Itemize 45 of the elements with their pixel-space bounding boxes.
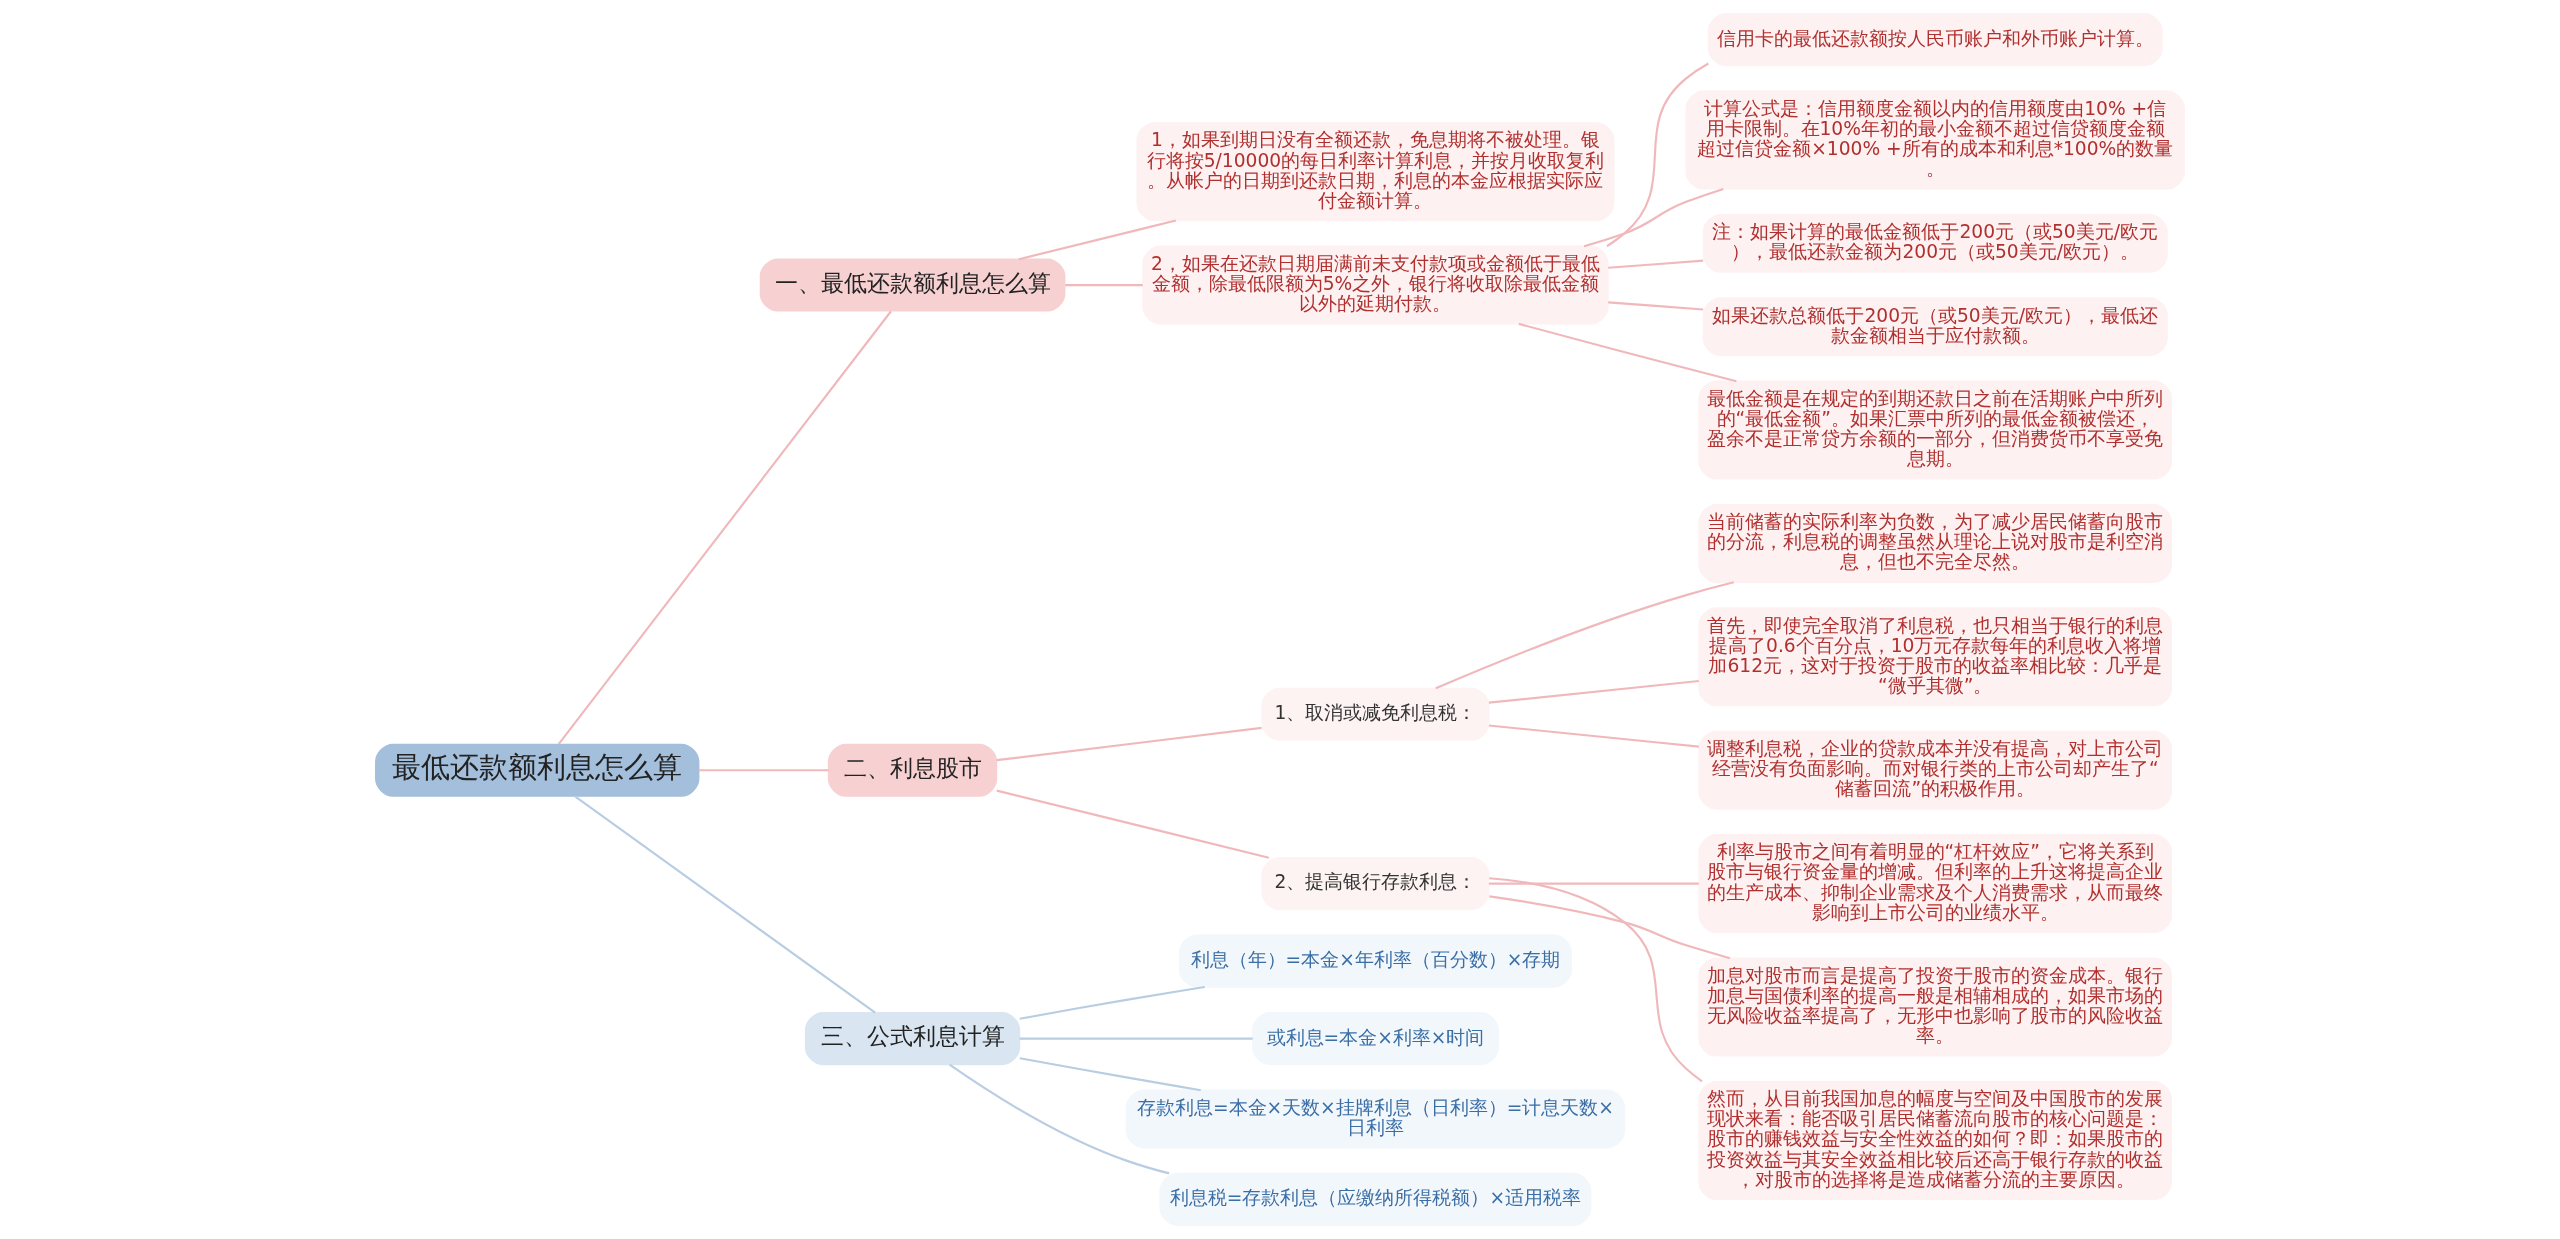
node-box: 利息税=存款利息（应缴纳所得税额）×适用税率	[1159, 1172, 1592, 1226]
node-box: 加息对股市而言是提高了投资于股市的资金成本。银行加息与国债利率的提高一般是相辅相成的，如果市场的无风险收益率提高了，无形中也影响了股市的风险收益率。	[1698, 957, 2173, 1057]
node-box: 2、提高银行存款利息：	[1261, 857, 1490, 911]
node-box: 最低金额是在规定的到期还款日之前在活期账户中所列的“最低金额”。如果汇票中所列的最低金额被偿还，盈余不是正常贷方余额的一部分，但消费货币不享受免息期。	[1698, 380, 2173, 480]
node-box: 或利息=本金×利率×时间	[1252, 1012, 1499, 1066]
connector	[1019, 1057, 1201, 1092]
node-box: 信用卡的最低还款额按人民币账户和外币账户计算。	[1707, 13, 2163, 67]
connector	[996, 789, 1270, 859]
node-box: 调整利息税，企业的贷款成本并没有提高，对上市公司经营没有负面影响。而对银行类的上市公司却产生了“储蓄回流”的积极作用。	[1698, 730, 2173, 810]
connector	[1018, 219, 1177, 261]
connector	[1488, 724, 1699, 748]
node-box: 然而，从目前我国加息的幅度与空间及中国股市的发展现状来看：能否吸引居民储蓄流向股市的核心问题是：股市的赚钱效益与安全性效益的如何？即：如果股市的投资效益与其安全效益相比较后还高于银行存款的收益，对股市的选择将是造成储蓄分流的主要原因。	[1698, 1080, 2173, 1201]
node-box: 计算公式是：信用额度金额以内的信用额度由10% +信用卡限制。在10%年初的最小金额不超过信贷额度金额超过信贷金额×100% +所有的成本和利息*100%的数量。	[1685, 90, 2185, 190]
node-box: 注：如果计算的最低金额低于200元（或50美元/欧元），最低还款金额为200元（或50美元/欧元）。	[1702, 214, 2168, 273]
node-box: 2，如果在还款日期届满前未支付款项或金额低于最低金额，除最低限额为5%之外，银行将收取除最低金额以外的延期付款。	[1142, 245, 1609, 325]
node-box: 利率与股市之间有着明显的“杠杆效应”，它将关系到股市与银行资金量的增减。但利率的上升这将提高企业的生产成本、抑制企业需求及个人消费需求，从而最终影响到上市公司的业绩水平。	[1698, 834, 2173, 934]
node-box: 存款利息=本金×天数×挂牌利息（日利率）=计息天数×日利率	[1125, 1089, 1626, 1149]
connector	[1608, 259, 1704, 269]
node-box: 1，如果到期日没有全额还款，免息期将不被处理。银行将按5/10000的每日利率计算利息，并按月收取复利。从帐户的日期到还款日期，利息的本金应根据实际应付金额计算。	[1136, 122, 1615, 222]
connector	[1019, 985, 1205, 1020]
connector	[1065, 284, 1143, 287]
node-box: 三、公式利息计算	[804, 1012, 1021, 1066]
node-box: 最低还款额利息怎么算	[375, 743, 700, 797]
node-box: 利息（年）=本金×年利率（百分数）×存期	[1178, 934, 1573, 988]
connector	[1019, 1037, 1253, 1040]
connector	[1489, 877, 1703, 1083]
connector	[1489, 895, 1731, 960]
connector	[1435, 581, 1735, 690]
connector	[949, 1063, 1170, 1175]
connector	[557, 310, 892, 745]
node-box: 1、取消或减免利息税：	[1261, 687, 1490, 741]
connector	[574, 795, 876, 1014]
connector	[1606, 62, 1709, 248]
node-box: 当前储蓄的实际利率为负数，为了减少居民储蓄向股市的分流，利息税的调整虽然从理论上说对股市是利空消息，但也不完全尽然。	[1698, 503, 2173, 583]
connector	[996, 726, 1262, 762]
connector	[1608, 301, 1704, 311]
connector	[1488, 680, 1699, 704]
connector	[698, 769, 829, 772]
node-box: 二、利息股市	[827, 743, 998, 797]
connector	[1583, 187, 1724, 248]
node-box: 首先，即使完全取消了利息税，也只相当于银行的利息提高了0.6个百分点，10万元存款每年的利息收入将增加612元，这对于投资于股市的收益率相比较：几乎是“微乎其微”。	[1698, 607, 2173, 707]
node-box: 如果还款总额低于200元（或50美元/欧元），最低还款金额相当于应付款额。	[1702, 297, 2168, 357]
connector	[1488, 882, 1699, 885]
node-box: 一、最低还款额利息怎么算	[759, 258, 1066, 312]
connector	[1518, 322, 1737, 383]
